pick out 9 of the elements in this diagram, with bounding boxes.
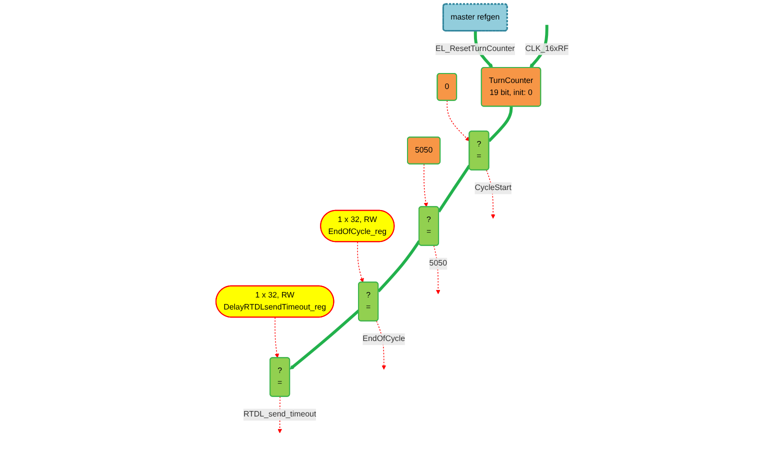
arrow [423, 164, 428, 208]
connector [488, 106, 512, 142]
connector [377, 240, 420, 292]
arrow [289, 309, 360, 370]
arrow [356, 242, 364, 283]
arrow [274, 317, 279, 358]
arrow [446, 100, 470, 142]
arrow [433, 245, 440, 294]
connector [437, 164, 470, 213]
